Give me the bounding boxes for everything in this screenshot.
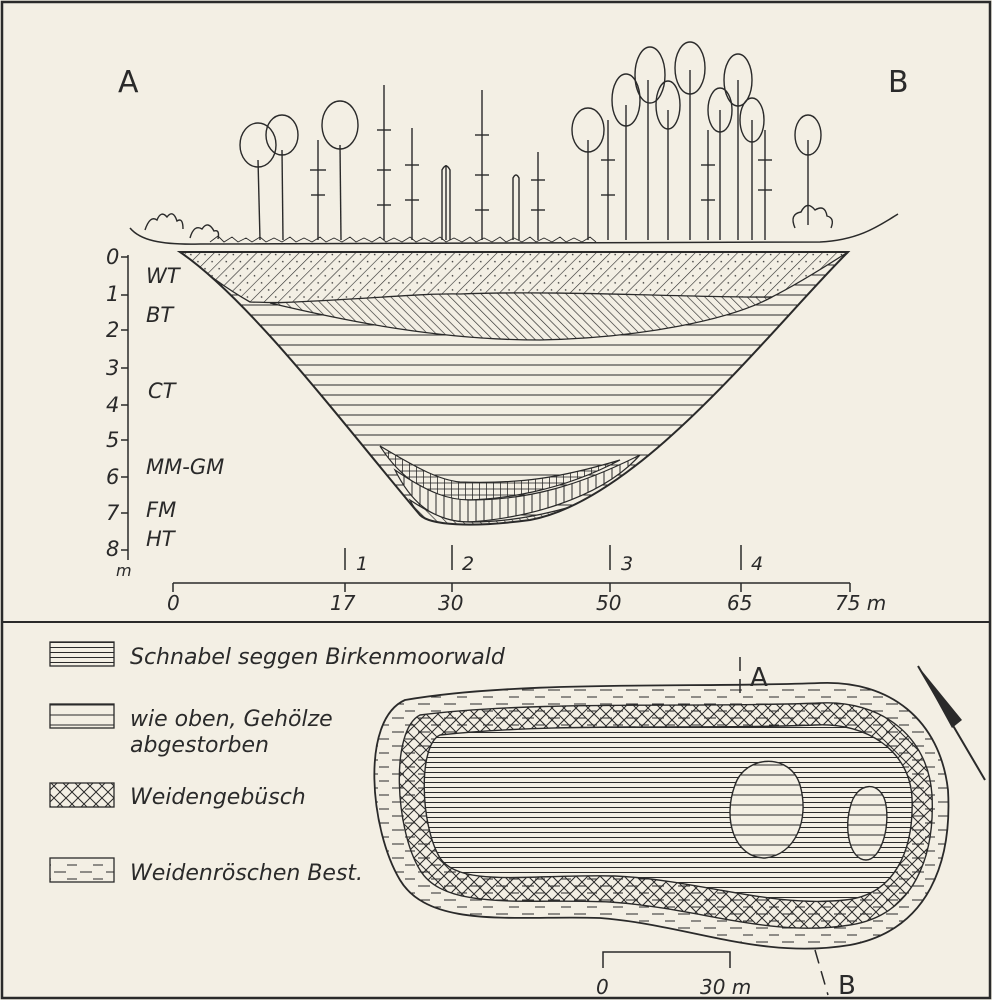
- distance-tick-0: 0: [167, 591, 180, 615]
- vegetation-map: A B 0 30 m: [374, 657, 985, 1000]
- scale-end: 30 m: [700, 975, 751, 999]
- vegetation-trees: [145, 42, 832, 242]
- legend-item-weidenroschen: Weidenröschen Best.: [50, 858, 363, 886]
- depth-tick-2: 2: [106, 318, 119, 342]
- depth-tick-8: 8: [106, 537, 119, 561]
- legend-label-weidengebusch: Weidengebüsch: [130, 785, 306, 810]
- layer-label-wt: WT: [146, 264, 182, 288]
- ground-surface-line: [130, 214, 898, 244]
- layer-labels: WT BT CT MM-GM FM HT: [146, 264, 224, 551]
- distance-tick-17: 17: [330, 591, 356, 615]
- borehole-3: 3: [621, 553, 633, 575]
- depth-tick-1: 1: [106, 282, 119, 306]
- legend-swatch-dense-horizontal: [50, 642, 114, 666]
- map-section-label-a: A: [750, 663, 768, 693]
- legend-swatch-dashes: [50, 858, 114, 882]
- map-scale-bar: 0 30 m: [596, 952, 751, 999]
- distance-axis: 0 17 30 50 65 75 m: [167, 583, 886, 615]
- depth-tick-7: 7: [106, 501, 120, 525]
- scale-start: 0: [596, 975, 609, 999]
- distance-tick-75: 75 m: [835, 591, 886, 615]
- legend-label-abgestorben-line1: wie oben, Gehölze: [130, 707, 333, 732]
- depth-tick-6: 6: [106, 465, 119, 489]
- layer-label-fm: FM: [146, 498, 176, 522]
- layer-label-ct: CT: [148, 379, 178, 403]
- layer-label-mm-gm: MM-GM: [146, 455, 224, 479]
- borehole-markers: 1 2 3 4: [345, 545, 763, 575]
- depth-tick-3: 3: [106, 356, 119, 380]
- legend-label-abgestorben-line2: abgestorben: [130, 733, 269, 758]
- legend-label-weidenroschen: Weidenröschen Best.: [130, 861, 363, 886]
- legend-item-abgestorben: wie oben, Gehölze abgestorben: [50, 704, 333, 758]
- map-zone-birkenmoorwald: [424, 725, 912, 902]
- profile-label-b: B: [888, 65, 909, 100]
- depth-axis: 0 1 2 3 4 5 6 7 8 m: [106, 245, 132, 580]
- legend-item-birkenmoorwald: Schnabel seggen Birkenmoorwald: [50, 642, 506, 670]
- legend-swatch-sparse-horizontal: [50, 704, 114, 728]
- layer-label-bt: BT: [146, 303, 175, 327]
- legend-label-birkenmoorwald: Schnabel seggen Birkenmoorwald: [130, 645, 506, 670]
- depth-tick-0: 0: [106, 245, 119, 269]
- layer-label-ht: HT: [146, 527, 177, 551]
- depth-unit: m: [116, 561, 132, 580]
- map-section-label-b: B: [838, 971, 856, 1000]
- legend-swatch-crosshatch: [50, 783, 114, 807]
- borehole-4: 4: [751, 553, 763, 575]
- distance-tick-65: 65: [727, 591, 752, 615]
- distance-tick-50: 50: [596, 591, 621, 615]
- depth-tick-5: 5: [106, 428, 119, 452]
- profile-label-a: A: [118, 65, 139, 100]
- cross-section-profile: A B: [106, 42, 909, 615]
- borehole-1: 1: [356, 553, 368, 575]
- borehole-2: 2: [462, 553, 474, 575]
- legend-item-weidengebusch: Weidengebüsch: [50, 783, 306, 810]
- section-marker-b-line: [815, 950, 828, 995]
- depth-tick-4: 4: [106, 393, 119, 417]
- distance-tick-30: 30: [438, 591, 463, 615]
- peat-layers: [170, 250, 860, 534]
